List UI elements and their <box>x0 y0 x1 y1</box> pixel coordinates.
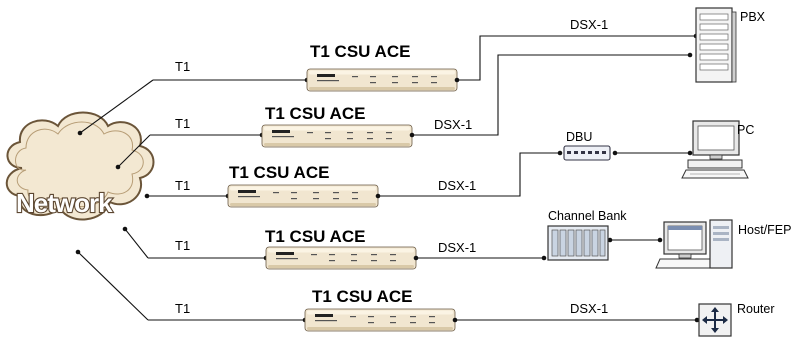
dsx-wires <box>375 33 700 323</box>
csu-title-1: T1 CSU ACE <box>310 42 410 61</box>
network-cloud: Network <box>5 111 155 221</box>
t1-label-1: T1 <box>175 59 190 74</box>
dbu-label: DBU <box>566 130 592 144</box>
csu-unit-3: T1 CSU ACE <box>227 163 379 208</box>
router-label: Router <box>737 302 775 316</box>
t1-label-4: T1 <box>175 238 190 253</box>
pc-icon <box>681 120 749 179</box>
pbx-label: PBX <box>740 10 766 24</box>
channel-bank-device: Channel Bank <box>547 209 627 261</box>
t1-label-3: T1 <box>175 178 190 193</box>
csu-title-3: T1 CSU ACE <box>229 163 329 182</box>
host-label: Host/FEP <box>738 223 792 237</box>
channel-bank-icon <box>547 225 609 261</box>
host-icon <box>655 219 733 269</box>
csu-title-2: T1 CSU ACE <box>265 104 365 123</box>
dsx-label-2: DSX-1 <box>434 117 472 132</box>
channel-bank-label: Channel Bank <box>548 209 627 223</box>
dsx-label-1: DSX-1 <box>570 17 608 32</box>
host-device: Host/FEP <box>655 219 792 269</box>
t1-label-5: T1 <box>175 301 190 316</box>
csu-unit-2: T1 CSU ACE <box>261 104 413 148</box>
pc-device: PC <box>681 120 754 179</box>
dbu-device: DBU <box>563 130 611 161</box>
router-device: Router <box>698 302 775 337</box>
csu-title-4: T1 CSU ACE <box>265 227 365 246</box>
csu-unit-4: T1 CSU ACE <box>265 227 417 270</box>
csu-unit-1: T1 CSU ACE <box>306 42 458 92</box>
pbx-device: PBX <box>695 7 766 83</box>
dbu-icon <box>563 145 611 161</box>
csu-unit-5: T1 CSU ACE <box>304 287 456 332</box>
dsx-label-4: DSX-1 <box>438 240 476 255</box>
dsx-label-3: DSX-1 <box>438 178 476 193</box>
dsx-label-5: DSX-1 <box>570 301 608 316</box>
pbx-icon <box>695 7 737 83</box>
network-label: Network <box>16 188 113 218</box>
csu-title-5: T1 CSU ACE <box>312 287 412 306</box>
t1-label-2: T1 <box>175 116 190 131</box>
router-icon <box>698 303 732 337</box>
pc-label: PC <box>737 123 754 137</box>
